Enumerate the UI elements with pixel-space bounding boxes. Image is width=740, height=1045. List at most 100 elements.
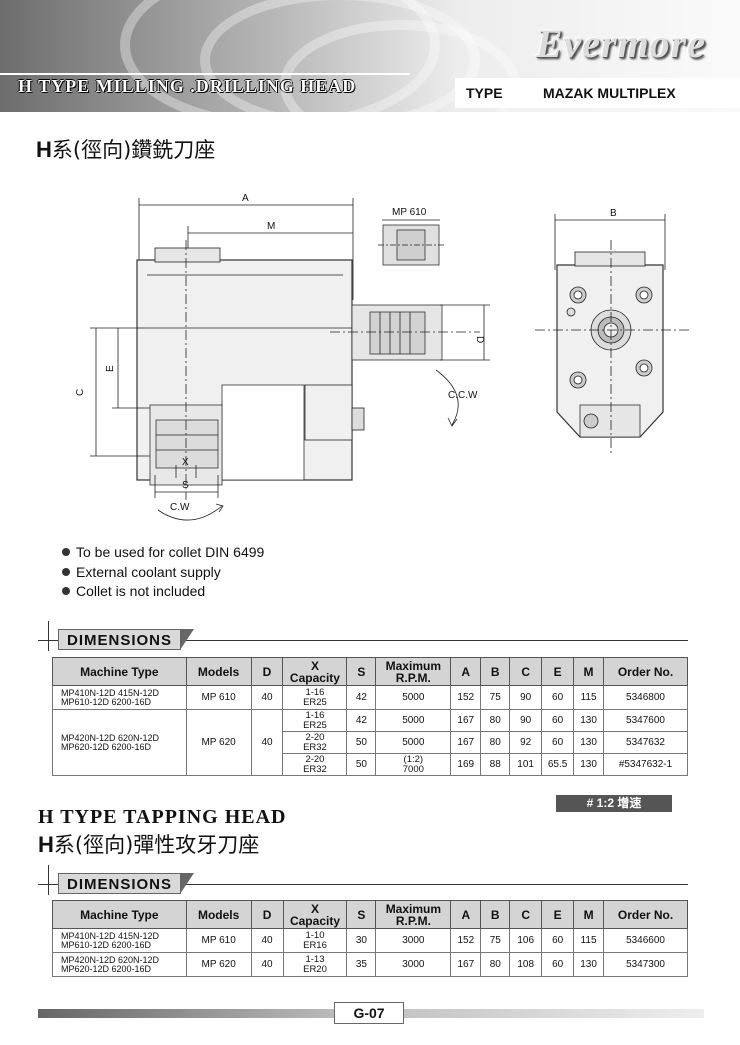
d-cell: 40 [250, 685, 284, 710]
type-label: TYPE [466, 85, 503, 101]
a-cell: 152 [450, 928, 482, 953]
rpm-cell: 3000 [375, 952, 452, 977]
bullet-item: To be used for collet DIN 6499 [62, 544, 264, 560]
bullet-item: External coolant supply [62, 564, 221, 580]
rpm-value: 7000 [402, 763, 424, 775]
header-s: S [346, 900, 377, 929]
header-b: B [480, 657, 511, 686]
dim-label-s: S [182, 480, 189, 491]
m-cell: 130 [573, 753, 605, 776]
order-cell: 5347632 [603, 731, 688, 754]
rpm-cell: 5000 [375, 731, 452, 754]
s-cell: 42 [346, 685, 377, 710]
order-cell: 5346800 [603, 685, 688, 710]
collet-type: ER32 [303, 741, 327, 753]
model-cell: MP 610 [185, 685, 252, 710]
header-machine-type: Machine Type [52, 900, 187, 929]
model-cell: MP 610 [185, 928, 252, 953]
page-number: G-07 [334, 1002, 404, 1024]
a-cell: 167 [450, 709, 482, 732]
header-rpm-line2: R.P.M. [395, 913, 431, 928]
header-machine-type: Machine Type [52, 657, 187, 686]
machine-line: MP410N-12D 415N-12D [61, 687, 160, 698]
machine-line: MP420N-12D 620N-12D [61, 732, 160, 743]
header-e: E [541, 900, 575, 929]
b-cell: 80 [480, 952, 511, 977]
header-a: A [450, 657, 482, 686]
dim-label-d: D [474, 336, 485, 343]
header-d: D [250, 657, 284, 686]
machine-line: MP610-12D 6200-16D [61, 939, 152, 950]
m-cell: 130 [573, 731, 605, 754]
header-x-line2: Capacity [289, 670, 340, 685]
m-cell: 130 [573, 952, 605, 977]
dim-label-b: B [610, 208, 617, 219]
section2-title: H系(徑向)彈性攻牙刀座 [38, 829, 259, 859]
c-cell: 101 [509, 753, 543, 776]
s-cell: 30 [346, 928, 377, 953]
rpm-cell: 3000 [375, 928, 452, 953]
header-c: C [509, 657, 543, 686]
dim-label-e: E [105, 365, 116, 372]
header-s: S [346, 657, 377, 686]
e-cell: 65.5 [541, 753, 575, 776]
x-range: 1-13 [305, 953, 325, 965]
section2-title-en: H TYPE TAPPING HEAD [38, 806, 287, 828]
c-cell: 106 [509, 928, 543, 953]
dimensions-heading: DIMENSIONS [58, 873, 195, 894]
dim-label-x: X [182, 457, 189, 468]
a-cell: 167 [450, 952, 482, 977]
section-rule [38, 884, 688, 885]
speed-ratio-note: # 1:2 增速 [556, 795, 672, 812]
x-range: 2-20 [305, 731, 325, 743]
b-cell: 75 [480, 685, 511, 710]
rpm-cell: 5000 [375, 685, 452, 710]
c-cell: 90 [509, 709, 543, 732]
header-rule [0, 73, 410, 75]
machine-line: MP420N-12D 620N-12D [61, 954, 160, 965]
dimensions-heading: DIMENSIONS [58, 629, 195, 650]
b-cell: 80 [480, 709, 511, 732]
bullet-item: Collet is not included [62, 583, 205, 599]
rpm-cell: (1:2)7000 [375, 753, 452, 776]
header-c: C [509, 900, 543, 929]
cw-label: C.W [170, 502, 190, 513]
header-m: M [573, 900, 605, 929]
s-cell: 35 [346, 952, 377, 977]
d-cell: 40 [250, 709, 284, 776]
c-cell: 90 [509, 685, 543, 710]
section1-title: H系(徑向)鑽銑刀座 [36, 134, 215, 164]
collet-type: ER25 [303, 696, 327, 708]
b-cell: 88 [480, 753, 511, 776]
type-box [455, 78, 740, 108]
rpm-cell: 5000 [375, 709, 452, 732]
ccw-label: C.C.W [448, 390, 478, 401]
header-b: B [480, 900, 511, 929]
x-range: 1-16 [305, 709, 325, 721]
b-cell: 75 [480, 928, 511, 953]
dim-label-a: A [242, 193, 249, 204]
e-cell: 60 [541, 709, 575, 732]
e-cell: 60 [541, 685, 575, 710]
collet-type: ER16 [303, 939, 327, 951]
s-cell: 50 [346, 753, 377, 776]
collet-type: ER25 [303, 719, 327, 731]
m-cell: 115 [573, 928, 605, 953]
section2-title-prefix: H [38, 832, 54, 857]
technical-drawing: A M B C E D X S MP 610 C.W C.C.W [75, 193, 690, 521]
header-rpm-line2: R.P.M. [395, 670, 431, 685]
header-banner [0, 0, 740, 112]
x-range: 2-20 [305, 753, 325, 765]
header-title: H TYPE MILLING .DRILLING HEAD [18, 76, 357, 96]
